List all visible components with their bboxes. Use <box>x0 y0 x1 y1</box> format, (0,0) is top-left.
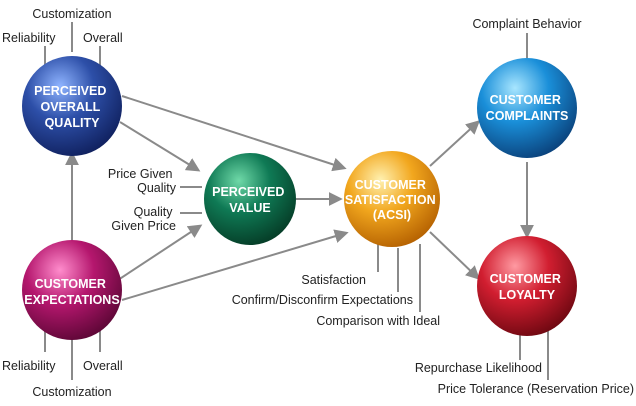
svg-text:PERCEIVED VALUE: PERCEIVED VALUE <box>212 185 288 215</box>
label-sat-satisfaction: Satisfaction <box>301 273 366 287</box>
node-customer-loyalty: CUSTOMER LOYALTY <box>477 236 577 336</box>
label-expect-customization: Customization <box>32 385 111 399</box>
label-sat-comparison: Comparison with Ideal <box>316 314 440 328</box>
label-loyalty-repurchase: Repurchase Likelihood <box>415 361 542 375</box>
svg-text:CUSTOMER EXPECTATIONS: CUSTOMER EXPECTATIONS <box>24 277 119 307</box>
node-customer-complaints: CUSTOMER COMPLAINTS <box>477 58 577 158</box>
label-value-quality-given-price: Quality Given Price <box>111 205 176 233</box>
svg-text:CUSTOMER SATISFACTION: CUSTOMER SATISFACTION (ACSI) <box>345 178 439 222</box>
label-loyalty-price-tolerance: Price Tolerance (Reservation Price) <box>438 382 634 396</box>
label-complaint-behavior: Complaint Behavior <box>472 17 581 31</box>
arrow-quality-to-value <box>119 121 201 172</box>
label-value-price-given-quality: Price Given Quality <box>108 167 177 195</box>
arrow-quality-to-satisfaction <box>121 95 347 172</box>
arrow-satisfaction-to-loyalty <box>429 231 481 280</box>
svg-text:CUSTOMER COMPLAINTS: CUSTOMER COMPLAINTS <box>486 93 569 123</box>
node-customer-satisfaction: CUSTOMER SATISFACTION (ACSI) <box>344 151 440 247</box>
connectors <box>65 95 534 301</box>
label-sat-confirm: Confirm/Disconfirm Expectations <box>232 293 413 307</box>
node-perceived-quality: PERCEIVED OVERALL QUALITY <box>22 56 122 156</box>
label-expect-overall: Overall <box>83 359 123 373</box>
arrow-expectations-to-satisfaction <box>121 229 349 301</box>
arrow-expectations-to-value <box>117 224 203 281</box>
label-expect-reliability: Reliability <box>2 359 56 373</box>
label-quality-overall: Overall <box>83 31 123 45</box>
label-quality-reliability: Reliability <box>2 31 56 45</box>
attribute-ticks <box>44 22 549 380</box>
arrow-satisfaction-to-complaints <box>429 120 481 167</box>
label-quality-customization: Customization <box>32 7 111 21</box>
svg-text:CUSTOMER LOYALTY: CUSTOMER LOYALTY <box>490 272 565 302</box>
node-perceived-value: PERCEIVED VALUE <box>204 153 296 245</box>
svg-text:PERCEIVED OVERALL: PERCEIVED OVERALL QUALITY <box>34 84 110 130</box>
node-customer-expectations: CUSTOMER EXPECTATIONS <box>22 240 122 340</box>
